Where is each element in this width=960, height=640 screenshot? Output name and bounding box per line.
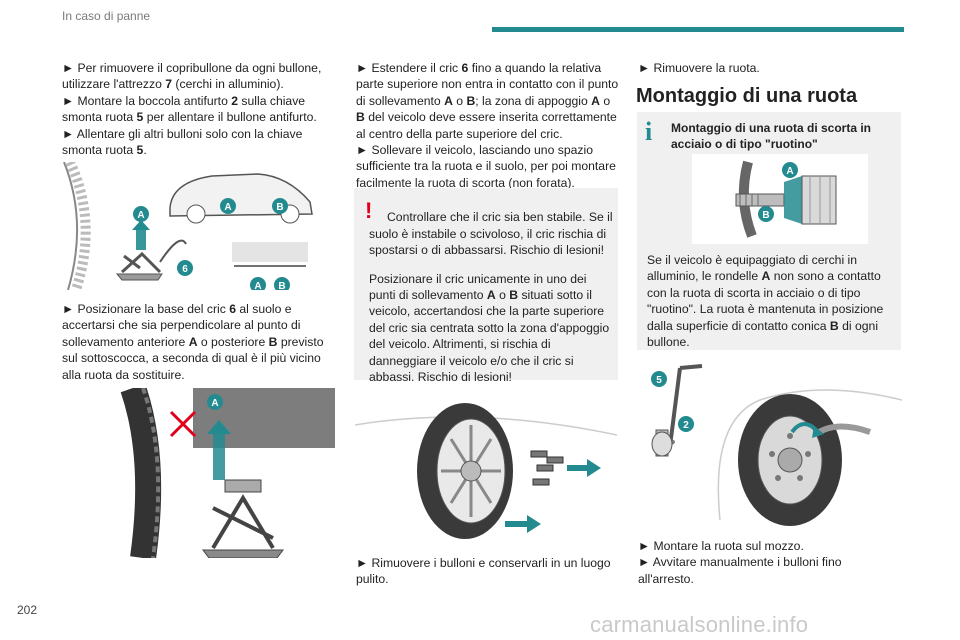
info-text: Se il veicolo è equipaggiato di cerchi i… [647,253,884,350]
paragraph: ► Rimuovere i bulloni e conservarli in u… [356,556,611,587]
paragraph: ► Sollevare il veicolo, lasciando uno sp… [356,143,616,190]
callout-a: A [137,210,144,221]
watermark: carmanualsonline.info [590,612,809,637]
callout-b: B [278,281,285,290]
col1-text-top: ► Per rimuovere il copribullone da ogni … [62,60,342,158]
paragraph: ► Estendere il cric 6 fino a quando la r… [356,61,619,141]
header-accent-bar [492,27,904,32]
col3-text-top: ► Rimuovere la ruota. [638,60,900,76]
callout-6: 6 [182,264,188,275]
warning-box: ! Controllare che il cric sia ben stabil… [354,188,618,384]
info-box: i Montaggio di una ruota di scorta in ac… [637,112,901,350]
paragraph: ► Per rimuovere il copribullone da ogni … [62,61,322,92]
paragraph: ► Montare la ruota sul mozzo. [638,539,804,553]
callout-a: A [211,398,218,409]
paragraph: ► Posizionare la base del cric 6 al suol… [62,302,324,382]
callout-a: A [254,281,261,290]
figure-jack-position: A A B 6 A B [63,162,313,290]
paragraph: ► Avvitare manualmente i bulloni fino al… [638,555,842,586]
col2-text-top: ► Estendere il cric 6 fino a quando la r… [356,60,621,191]
paragraph: ► Allentare gli altri bulloni solo con l… [62,126,303,158]
callout-2: 2 [683,420,689,431]
section-title: In caso di panne [62,9,151,23]
paragraph: ► Rimuovere la ruota. [638,61,760,75]
paragraph: ► Montare la boccola antifurto 2 sulla c… [62,93,317,125]
col1-text-bottom: ► Posizionare la base del cric 6 al suol… [62,301,342,383]
callout-a: A [786,166,793,177]
callout-5: 5 [656,375,662,386]
warning-text: Controllare che il cric sia ben stabile.… [369,210,613,257]
info-title: Montaggio di una ruota di scorta in acci… [671,121,871,151]
info-icon: i [645,117,653,146]
callout-b: B [276,202,283,213]
warning-text: Posizionare il cric unicamente in uno de… [369,271,610,385]
figure-jack-under-car: A [73,388,335,558]
callout-a: A [224,202,231,213]
figure-bolt-washer: A B [692,154,868,244]
col2-text-bottom: ► Rimuovere i bulloni e conservarli in u… [356,555,621,588]
page-number: 202 [17,603,38,617]
col3-text-bottom: ► Montare la ruota sul mozzo. ► Avvitare… [638,538,900,587]
figure-mount-wheel: 5 2 [651,364,902,526]
section-heading: Montaggio di una ruota [636,85,858,107]
warning-icon: ! [365,198,373,223]
callout-b: B [762,210,769,221]
figure-remove-bolts [355,403,617,539]
